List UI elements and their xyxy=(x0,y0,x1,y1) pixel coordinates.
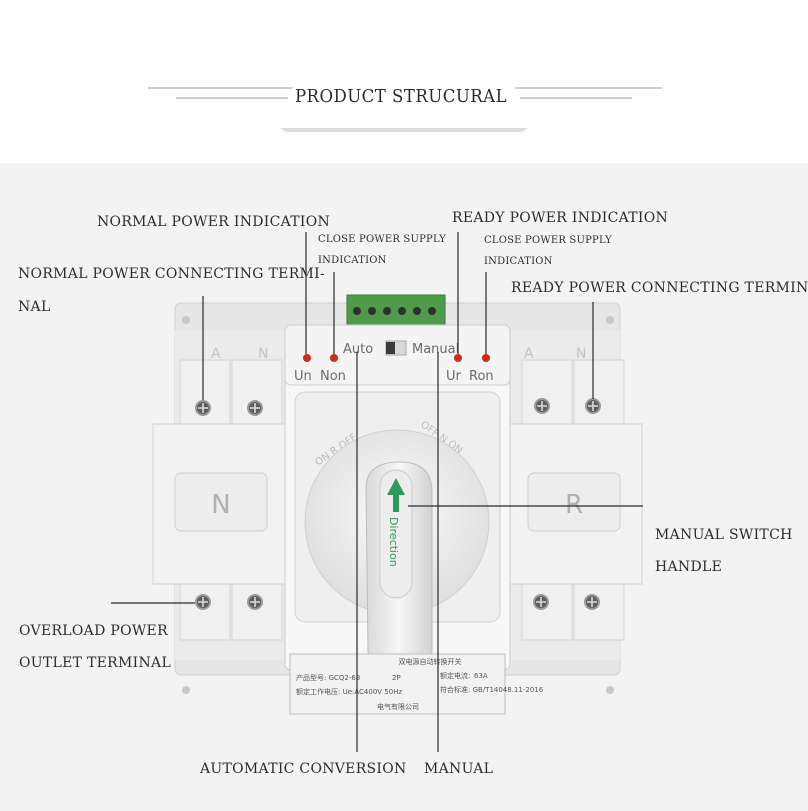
label-normal-terminal-2: NAL xyxy=(18,299,51,315)
label-close-power-supply-right-2: INDICATION xyxy=(484,256,553,267)
label-manual: MANUAL xyxy=(424,761,494,777)
r-module-label: R xyxy=(565,490,583,520)
terminal-n-right: N xyxy=(576,346,586,362)
plate-current-label: 额定电流: xyxy=(440,671,470,680)
arrow-up-icon xyxy=(387,478,405,512)
leader-lines xyxy=(111,232,643,752)
ron-text: Ron xyxy=(469,369,494,384)
label-manual-handle-2: HANDLE xyxy=(655,559,723,575)
ur-text: Ur xyxy=(446,369,462,384)
plate-current: 63A xyxy=(474,672,488,680)
label-normal-terminal-1: NORMAL POWER CONNECTING TERMI- xyxy=(18,266,326,282)
page-title: PRODUCT STRUCURAL xyxy=(294,86,508,107)
plate-voltage: 额定工作电压: Ue:AC400V 50Hz xyxy=(296,687,402,696)
label-normal-power-indication: NORMAL POWER INDICATION xyxy=(97,214,331,230)
label-automatic-conversion: AUTOMATIC CONVERSION xyxy=(200,761,407,777)
n-module-label: N xyxy=(211,490,230,520)
terminal-n-left: N xyxy=(258,346,268,362)
handle-direction-text: Direction xyxy=(387,517,400,567)
title-banner xyxy=(148,78,662,132)
auto-text: Auto xyxy=(343,342,373,357)
nameplate xyxy=(289,653,506,715)
plate-standard: 符合标准: GB/T14048.11-2016 xyxy=(440,685,544,694)
un-text: Un xyxy=(294,369,312,384)
label-ready-power-indication: READY POWER INDICATION xyxy=(452,210,669,226)
plate-model: 产品型号: GCQ2-63 xyxy=(296,673,360,682)
label-ready-terminal: READY POWER CONNECTING TERMINAL xyxy=(511,280,808,296)
ron-led xyxy=(482,354,490,362)
un-led xyxy=(303,354,311,362)
manual-switch-handle[interactable]: Direction xyxy=(365,461,433,671)
label-overload-2: OUTLET TERMINAL xyxy=(19,655,172,671)
label-overload-1: OVERLOAD POWER xyxy=(19,623,168,639)
label-close-power-supply-right-1: CLOSE POWER SUPPLY xyxy=(484,235,612,246)
plate-maker: 电气有限公司 xyxy=(377,702,419,711)
terminal-screws xyxy=(195,398,601,610)
terminal-a-left: A xyxy=(211,346,221,362)
label-close-power-supply-left-1: CLOSE POWER SUPPLY xyxy=(318,234,446,245)
ur-led xyxy=(454,354,462,362)
label-close-power-supply-left-2: INDICATION xyxy=(318,255,387,266)
manual-mode-text: Manual xyxy=(412,342,459,357)
plate-title: 双电源自动转换开关 xyxy=(399,657,462,666)
terminal-a-right: A xyxy=(524,346,534,362)
non-text: Non xyxy=(320,369,346,384)
label-manual-handle-1: MANUAL SWITCH xyxy=(655,527,793,543)
plate-poles: 2P xyxy=(392,674,401,682)
non-led xyxy=(330,354,338,362)
